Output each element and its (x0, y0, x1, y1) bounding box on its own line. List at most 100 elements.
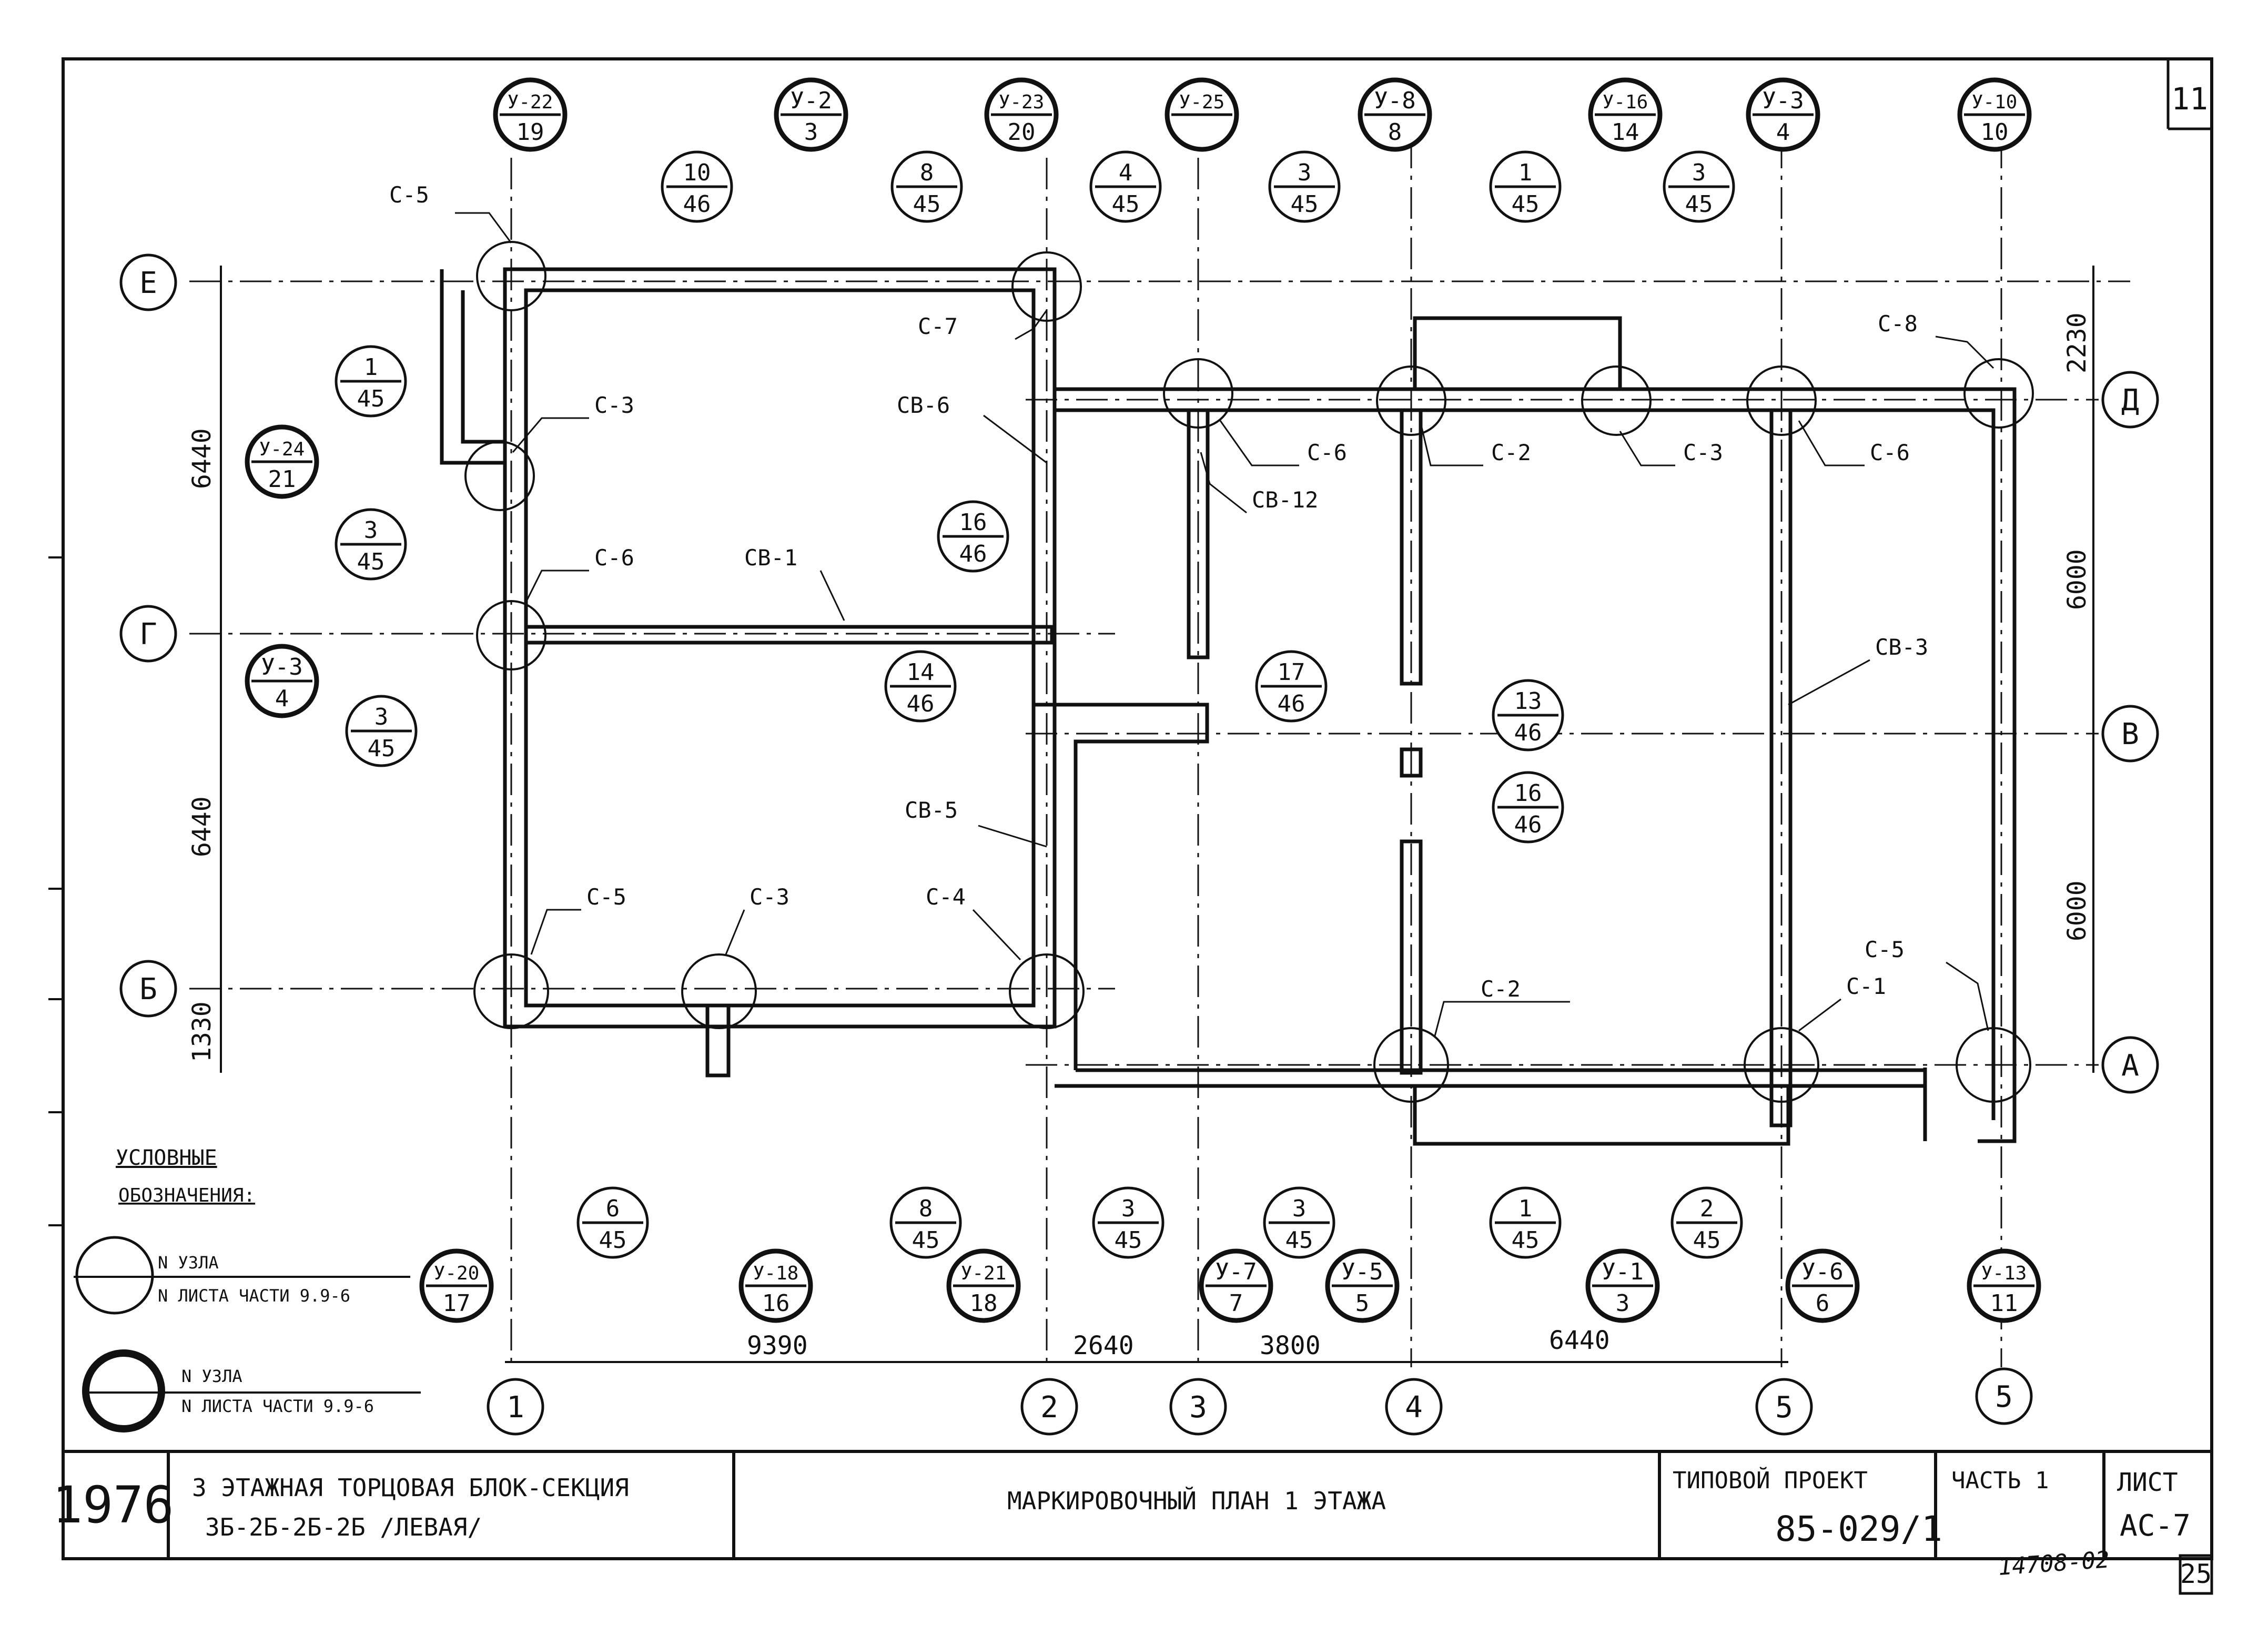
axis-bubble-D (2101, 371, 2159, 429)
node-bubble-top: У-13 (1981, 1263, 2027, 1284)
node-bubble-bottom: 3 (1616, 1290, 1630, 1317)
axis-label-4: 4 (1405, 1390, 1423, 1425)
axis-bubble-G (119, 605, 177, 663)
axis-bubble-5a (1755, 1378, 1813, 1436)
element-label: С-5 (1865, 937, 1905, 962)
node-bubble-top: У-7 (1215, 1258, 1257, 1285)
node-bubble-bottom: 46 (683, 191, 711, 218)
node-bubble-bottom: 19 (517, 119, 544, 146)
node-bubble-top: 3 (1692, 159, 1706, 186)
node-bubble-bottom: 11 (1990, 1290, 2018, 1317)
node-bubble: 345 (1263, 1186, 1335, 1259)
axis-bubble-4 (1385, 1378, 1443, 1436)
node-bubble-bottom: 45 (1512, 191, 1540, 218)
node-bubble: 345 (345, 695, 418, 767)
legend-title-2: ОБОЗНАЧЕНИЯ: (118, 1185, 255, 1206)
dim-bottom-3: 3800 (1260, 1331, 1321, 1360)
node-bubble-bottom: 18 (970, 1290, 998, 1317)
dim-right-3: 6000 (2062, 880, 2092, 941)
axis-bubble-1 (487, 1378, 544, 1436)
title-drawing: МАРКИРОВОЧНЫЙ ПЛАН 1 ЭТАЖА (1007, 1487, 1386, 1515)
node-bubble-top: 3 (1121, 1195, 1136, 1222)
node-bubble-top: 10 (683, 159, 711, 186)
node-bubble-top: 1 (364, 354, 378, 381)
node-bubble-bottom: 45 (1512, 1227, 1540, 1254)
node-bubble-top: 3 (1298, 159, 1312, 186)
node-bubble-top: У-3 (261, 654, 302, 680)
dim-bottom-4: 6440 (1549, 1326, 1610, 1355)
axis-label-D: Д (2121, 383, 2139, 418)
node-bubble-top: 3 (1292, 1195, 1307, 1222)
element-label: С-3 (1683, 440, 1723, 465)
element-leader-line (1935, 336, 1994, 369)
title-part-label: ЧАСТЬ 1 (1951, 1467, 2049, 1494)
node-bubble-top: У-22 (508, 92, 553, 113)
axis-bubble-B (119, 960, 177, 1018)
dim-left-2: 6440 (187, 796, 217, 857)
element-leader-line (983, 414, 1047, 464)
node-bubble-bottom: 46 (959, 541, 987, 567)
node-bubble: У-77 (1199, 1248, 1273, 1323)
node-bubble: 845 (890, 150, 963, 223)
node-bubble-top: 1 (1518, 1195, 1533, 1222)
element-leader-line (1788, 659, 1870, 706)
node-bubble-bottom: 6 (1816, 1290, 1830, 1317)
element-label: С-7 (918, 313, 958, 339)
element-label: С-6 (594, 545, 634, 571)
node-bubble-bottom: 45 (913, 191, 941, 218)
axis-labels: Е Д Г В Б А 1 2 3 4 5 5 (139, 266, 2139, 1425)
node-bubble-bottom: 4 (1776, 119, 1790, 146)
node-bubble-bottom: 45 (1291, 191, 1319, 218)
element-leader-line (1798, 998, 1841, 1032)
node-bubble-top: У-2 (790, 87, 832, 114)
element-leader-line (1434, 1001, 1570, 1037)
node-bubble: 845 (889, 1186, 962, 1259)
title-block (63, 1450, 2212, 1559)
node-bubble-top: 17 (1278, 659, 1305, 686)
axis-bubble-5b (1975, 1367, 2033, 1425)
dim-right-1: 2230 (2062, 312, 2092, 373)
axis-bubble-3 (1169, 1378, 1227, 1436)
element-leader-line (512, 417, 589, 453)
node-bubble: 245 (1670, 1186, 1743, 1259)
node-bubble: У-22 19 (493, 77, 568, 152)
axis-label-A: А (2121, 1049, 2139, 1083)
sheet-frame (62, 57, 2213, 1595)
node-bubble: 645 (576, 1186, 649, 1259)
element-leader-line (455, 212, 512, 243)
node-bubble-top: 13 (1514, 688, 1542, 715)
node-bubble: У-55 (1325, 1248, 1400, 1323)
legend-item2-top: N УЗЛА (181, 1366, 242, 1386)
node-bubble-bottom: 45 (912, 1227, 940, 1254)
node-bubble-bottom: 21 (268, 466, 296, 493)
axis-grid-lines (189, 137, 2130, 1367)
node-bubble-top: 16 (1514, 780, 1542, 807)
title-name-line1: 3 ЭТАЖНАЯ ТОРЦОВАЯ БЛОК-СЕКЦИЯ (192, 1474, 629, 1502)
node-bubble: 345 (335, 508, 407, 581)
title-project-no: 85-029/1 (1775, 1509, 1942, 1549)
node-bubble-bottom: 45 (1115, 1227, 1142, 1254)
legend-item2-bottom: N ЛИСТА ЧАСТИ 9.9-6 (181, 1396, 374, 1416)
dimension-texts: 9390 2640 3800 6440 6440 6440 1330 2230 … (187, 312, 2092, 1360)
element-label: СВ-1 (744, 545, 797, 571)
element-leader-line (972, 909, 1021, 961)
node-bubble: У-34 (1746, 77, 1820, 152)
element-label: СВ-12 (1252, 487, 1318, 513)
node-bubble-top: У-1 (1602, 1258, 1643, 1285)
node-bubble-top: У-20 (434, 1263, 480, 1284)
title-project-label: ТИПОВОЙ ПРОЕКТ (1673, 1466, 1868, 1494)
node-bubble-top: У-16 (1603, 92, 1648, 113)
node-bubble-top: У-18 (753, 1263, 799, 1284)
element-label: С-6 (1870, 440, 1910, 465)
axis-label-5a: 5 (1775, 1390, 1793, 1425)
legend-item1-top: N УЗЛА (158, 1253, 219, 1273)
element-leader-line (725, 909, 745, 955)
title-year: 1976 (52, 1476, 174, 1535)
element-leader-line (1946, 961, 1989, 1031)
